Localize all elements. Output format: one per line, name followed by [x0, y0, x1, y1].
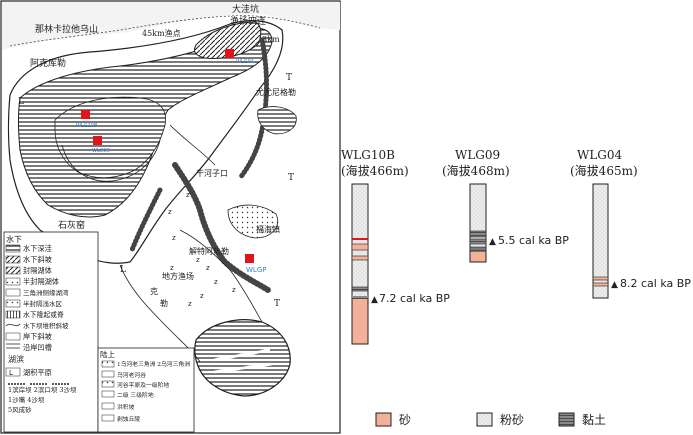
- label-ganhekou: 干河子口: [196, 168, 228, 178]
- label-L-mid: L: [120, 265, 126, 275]
- legend-shore-item: 湖积平原: [23, 368, 52, 377]
- legend-item: 水下斜坡: [23, 255, 52, 264]
- lithology-key: 砂 粉砂 黏土: [375, 412, 606, 427]
- core-wlg10b: WLG10B (海拔466m) ▲ 7.2 cal ka BP: [341, 148, 450, 345]
- label-akekule: 阿克库勒: [30, 57, 66, 69]
- core-id: WLG10B: [341, 148, 395, 162]
- legend-land-item: 河谷平原及一级阶地: [117, 381, 169, 389]
- label-shihuiyao: 石灰窑: [58, 219, 85, 231]
- legend-land-item: 二级 三级阶地: [117, 391, 154, 399]
- label-fuhaizhen: 福海镇: [256, 224, 280, 234]
- legend-item: 水下隆起或脊: [23, 310, 64, 319]
- label-site-a: WLG10B: [76, 123, 98, 129]
- legend-land-item: 洪积坡: [117, 403, 135, 411]
- core-altitude: (海拔465m): [570, 163, 638, 178]
- core-altitude: (海拔466m): [341, 163, 409, 178]
- label-site-b: WLG09: [92, 148, 110, 154]
- label-le: 勒: [160, 298, 168, 308]
- legend-item: 封隔湖体: [23, 266, 52, 275]
- legend-shore-item: 1沙嘴 4沙坝: [8, 395, 45, 404]
- core-columns-svg: WLG10B (海拔466m) ▲ 7.2 cal ka BP WLG09 (海…: [341, 148, 691, 427]
- label-dongfang: 地方渔场: [162, 271, 194, 281]
- key-sand-swatch: [375, 412, 392, 427]
- label-ke: 克: [150, 287, 158, 296]
- legend-header-water: 水下: [6, 234, 22, 244]
- terrain-marks: zzz zzz zzz z: [168, 191, 236, 308]
- svg-text:L: L: [9, 369, 13, 377]
- label-nalinkala: 那林卡拉他乌山: [35, 23, 98, 35]
- svg-text:▲: ▲: [371, 295, 378, 305]
- map-svg: zzz zzz zzz z 那林卡拉他乌山 大洼坑 渔场四连 45km渔点 3k…: [0, 0, 341, 434]
- svg-text:z: z: [200, 292, 204, 300]
- legend-land-item: 乌河老河谷: [117, 371, 146, 379]
- label-site-wlgp: WLGP: [246, 266, 266, 274]
- label-yuchang: 渔场四连: [230, 15, 266, 27]
- core-wlg04: WLG04 (海拔465m) ▲ 8.2 cal ka BP: [570, 148, 691, 299]
- legend-item: 沿岸凹槽: [23, 343, 52, 352]
- key-silt-label: 粉砂: [500, 413, 524, 427]
- legend-header-land: 陆上: [100, 349, 115, 359]
- legend-item: 半封隔湖体: [23, 277, 59, 286]
- svg-text:z: z: [170, 264, 174, 272]
- site-marker: [81, 110, 90, 119]
- map-legend: 水下 水下深洼 水下斜坡 封隔湖体 半封隔湖体 三角洲侧缘湖湾 半封隔浅水区 水…: [3, 231, 195, 433]
- label-youshanigele: 尤尤尼格勒: [256, 87, 296, 97]
- key-clay-swatch: [558, 412, 575, 427]
- legend-item: 半封隔浅水区: [23, 299, 63, 308]
- svg-text:z: z: [188, 300, 192, 308]
- label-T3-a: T: [286, 73, 292, 83]
- legend-land-item: 剥蚀丘陵: [117, 415, 140, 423]
- site-marker: [225, 49, 234, 58]
- key-clay-label: 黏土: [582, 413, 606, 427]
- svg-text:▲: ▲: [489, 237, 496, 247]
- svg-text:z: z: [186, 191, 190, 199]
- core-columns-panel: WLG10B (海拔466m) ▲ 7.2 cal ka BP WLG09 (海…: [341, 0, 693, 435]
- legend-shore-item: 1滨岸坝 2滨口坝 3沙坝: [8, 385, 77, 394]
- core-date: 7.2 cal ka BP: [379, 292, 450, 305]
- svg-text:z: z: [168, 208, 172, 216]
- label-site-c: WLG04: [236, 59, 254, 65]
- legend-item: 水下深洼: [23, 244, 52, 253]
- legend-header-shore: 湖滨: [8, 354, 24, 364]
- label-45km: 45km渔点: [142, 28, 181, 38]
- svg-text:z: z: [196, 256, 200, 264]
- core-date: 5.5 cal ka BP: [498, 234, 569, 247]
- core-id: WLG09: [455, 148, 500, 162]
- legend-item: 水下坝堆积斜坡: [23, 321, 69, 330]
- svg-text:z: z: [232, 286, 236, 294]
- label-jietehare: 解特阿热勒: [189, 246, 229, 256]
- core-id: WLG04: [577, 148, 623, 162]
- core-date: 8.2 cal ka BP: [620, 277, 691, 290]
- core-altitude: (海拔468m): [442, 163, 510, 178]
- legend-item: 三角洲侧缘湖湾: [23, 288, 69, 297]
- legend-shore-item: 5风成砂: [8, 405, 32, 414]
- legend-item: 岸下斜坡: [23, 332, 52, 341]
- label-L-left: L: [18, 97, 24, 107]
- svg-text:z: z: [206, 264, 210, 272]
- label-dawakeng: 大洼坑: [232, 3, 259, 15]
- key-silt-swatch: [476, 412, 493, 427]
- site-marker: [93, 136, 102, 145]
- svg-text:z: z: [214, 278, 218, 286]
- label-T3-b: T: [288, 173, 294, 183]
- key-sand-label: 砂: [399, 413, 411, 427]
- svg-text:z: z: [172, 234, 176, 242]
- svg-text:▲: ▲: [611, 280, 618, 290]
- label-T3-c: T: [274, 299, 280, 309]
- label-3km: 3km: [262, 35, 280, 44]
- site-marker: [245, 254, 254, 263]
- legend-land-item: 1乌河老三角洲 2乌河三角洲: [117, 360, 190, 368]
- core-wlg09: WLG09 (海拔468m) ▲ 5.5 cal ka BP: [442, 148, 569, 263]
